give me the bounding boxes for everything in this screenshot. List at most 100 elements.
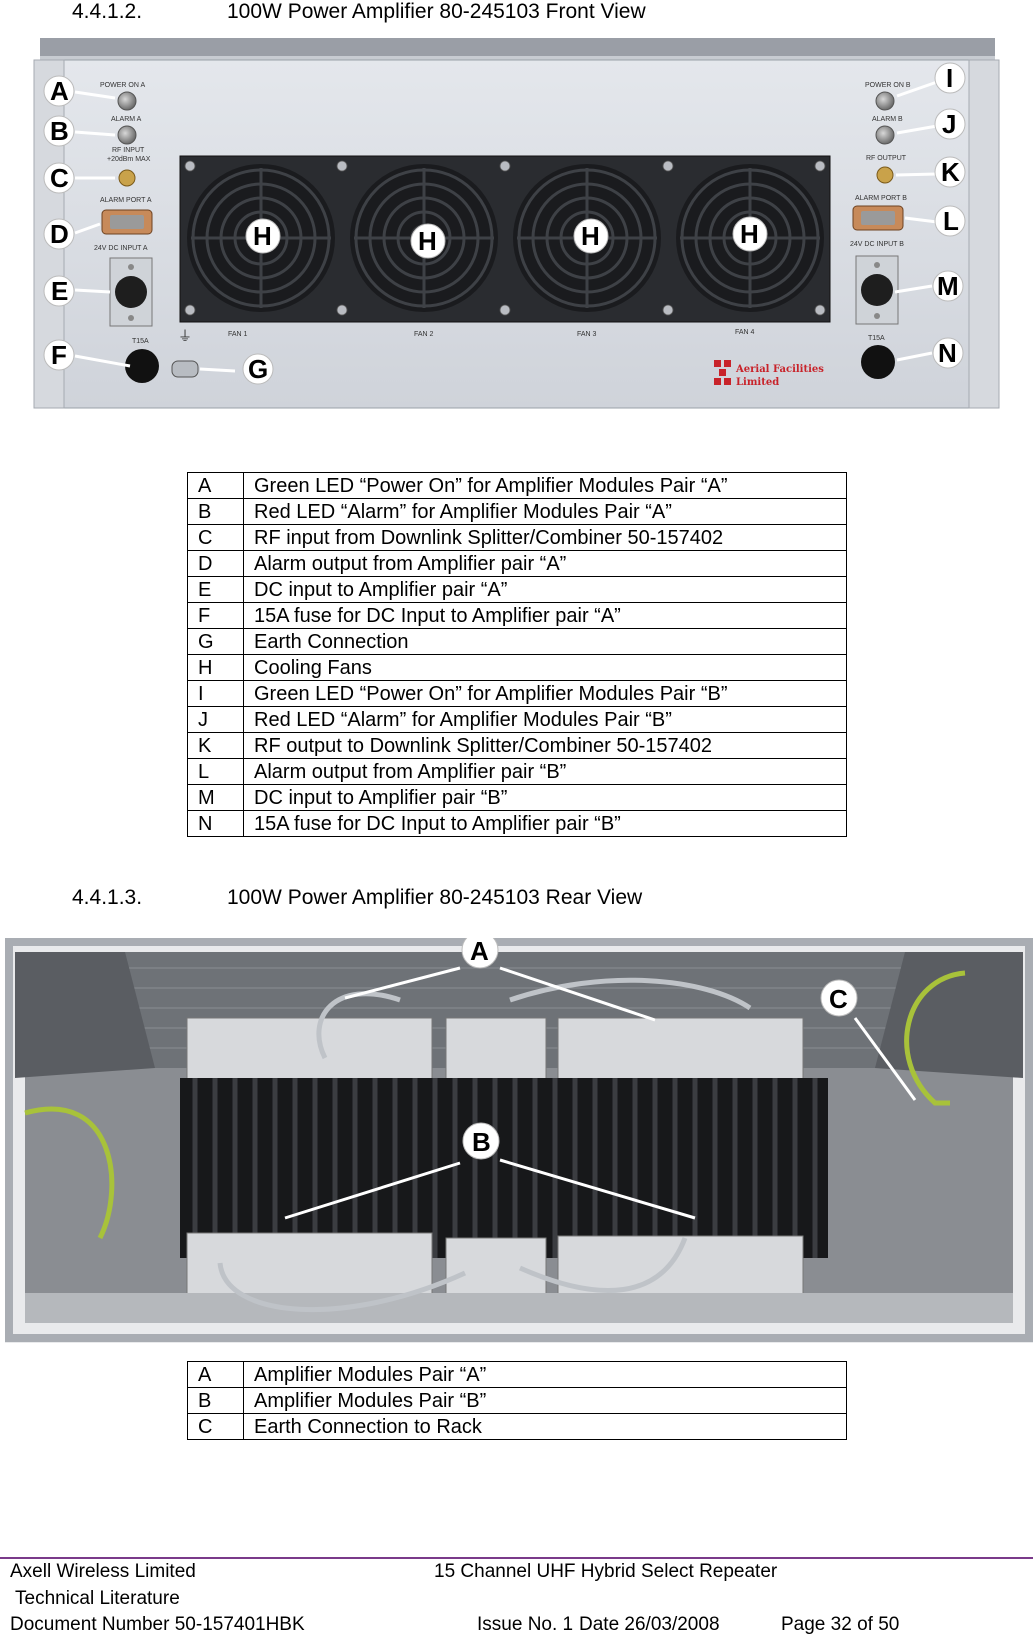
row-key: K — [187, 732, 244, 759]
svg-text:B: B — [472, 1127, 491, 1157]
svg-text:FAN 2: FAN 2 — [414, 331, 434, 338]
row-key: B — [187, 1387, 244, 1414]
svg-text:ALARM PORT B: ALARM PORT B — [855, 195, 907, 202]
row-description: Red LED “Alarm” for Amplifier Modules Pa… — [243, 706, 847, 733]
row-description: Earth Connection — [243, 628, 847, 655]
svg-text:I: I — [946, 63, 953, 93]
aerial-facilities-logo: Aerial Facilities Limited — [714, 360, 824, 388]
svg-text:A: A — [50, 76, 69, 106]
svg-text:FAN 4: FAN 4 — [735, 329, 755, 336]
svg-text:+20dBm MAX: +20dBm MAX — [107, 156, 151, 163]
footer-issue: Issue No. 1 — [477, 1614, 574, 1635]
svg-text:N: N — [938, 338, 957, 368]
row-description: DC input to Amplifier pair “B” — [243, 784, 847, 811]
svg-text:J: J — [942, 109, 956, 139]
svg-text:C: C — [50, 163, 69, 193]
svg-text:F: F — [51, 340, 67, 370]
row-description: Earth Connection to Rack — [243, 1413, 847, 1440]
svg-text:FAN 3: FAN 3 — [577, 331, 597, 338]
svg-text:B: B — [50, 116, 69, 146]
row-key: G — [187, 628, 244, 655]
svg-text:POWER ON B: POWER ON B — [865, 82, 911, 89]
row-key: C — [187, 1413, 244, 1440]
front-view-photo: FAN 1 FAN 2 FAN 3 FAN 4 POWER ON A ALARM… — [30, 38, 1005, 430]
section-number: 4.4.1.2. — [72, 0, 143, 23]
footer-doc-title: 15 Channel UHF Hybrid Select Repeater — [434, 1561, 778, 1582]
row-key: B — [187, 498, 244, 525]
row-key: I — [187, 680, 244, 707]
svg-text:24V DC INPUT B: 24V DC INPUT B — [850, 241, 904, 248]
row-description: RF input from Downlink Splitter/Combiner… — [243, 524, 847, 551]
row-description: Green LED “Power On” for Amplifier Modul… — [243, 472, 847, 499]
section-title: 100W Power Amplifier 80-245103 Front Vie… — [227, 0, 646, 23]
row-description: Red LED “Alarm” for Amplifier Modules Pa… — [243, 498, 847, 525]
svg-text:⏚: ⏚ — [178, 329, 192, 345]
section-title: 100W Power Amplifier 80-245103 Rear View — [227, 886, 643, 909]
svg-text:H: H — [253, 221, 272, 251]
row-description: RF output to Downlink Splitter/Combiner … — [243, 732, 847, 759]
row-key: A — [187, 472, 244, 499]
row-description: Green LED “Power On” for Amplifier Modul… — [243, 680, 847, 707]
svg-text:M: M — [937, 271, 959, 301]
row-key: N — [187, 810, 244, 837]
svg-text:T15A: T15A — [868, 335, 885, 342]
row-key: J — [187, 706, 244, 733]
row-description: Alarm output from Amplifier pair “B” — [243, 758, 847, 785]
row-description: Amplifier Modules Pair “B” — [243, 1387, 847, 1414]
svg-text:E: E — [51, 276, 68, 306]
footer-divider — [0, 1557, 1033, 1559]
svg-text:D: D — [50, 219, 69, 249]
row-key: L — [187, 758, 244, 785]
row-key: D — [187, 550, 244, 577]
svg-text:ALARM A: ALARM A — [111, 116, 142, 123]
row-description: 15A fuse for DC Input to Amplifier pair … — [243, 602, 847, 629]
svg-text:H: H — [418, 226, 437, 256]
svg-text:A: A — [470, 938, 489, 966]
row-description: Cooling Fans — [243, 654, 847, 681]
row-description: 15A fuse for DC Input to Amplifier pair … — [243, 810, 847, 837]
svg-text:FAN 1: FAN 1 — [228, 331, 248, 338]
svg-text:H: H — [581, 221, 600, 251]
row-key: H — [187, 654, 244, 681]
svg-text:L: L — [943, 206, 959, 236]
row-key: M — [187, 784, 244, 811]
svg-text:C: C — [829, 984, 848, 1014]
row-key: C — [187, 524, 244, 551]
rear-view-photo: A C B — [5, 938, 1033, 1343]
front-view-heading: 4.4.1.2. 100W Power Amplifier 80-245103 F… — [72, 0, 646, 24]
svg-text:Limited: Limited — [736, 377, 779, 388]
svg-text:K: K — [941, 157, 960, 187]
section-number: 4.4.1.3. — [72, 886, 143, 909]
svg-text:T15A: T15A — [132, 338, 149, 345]
row-description: DC input to Amplifier pair “A” — [243, 576, 847, 603]
rear-view-heading: 4.4.1.3. 100W Power Amplifier 80-245103 R… — [72, 886, 642, 910]
row-description: Amplifier Modules Pair “A” — [243, 1361, 847, 1388]
row-key: E — [187, 576, 244, 603]
svg-text:24V DC INPUT A: 24V DC INPUT A — [94, 245, 148, 252]
svg-text:H: H — [740, 219, 759, 249]
svg-text:ALARM B: ALARM B — [872, 116, 903, 123]
svg-text:POWER ON A: POWER ON A — [100, 82, 145, 89]
svg-text:ALARM PORT A: ALARM PORT A — [100, 197, 152, 204]
svg-text:RF INPUT: RF INPUT — [112, 147, 145, 154]
row-description: Alarm output from Amplifier pair “A” — [243, 550, 847, 577]
row-key: A — [187, 1361, 244, 1388]
footer-subtitle: Technical Literature — [15, 1588, 180, 1609]
